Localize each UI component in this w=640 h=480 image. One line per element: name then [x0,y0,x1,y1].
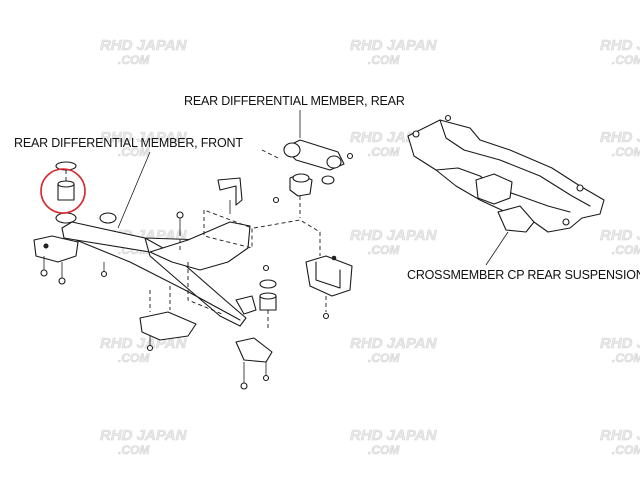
svg-text:RHD JAPAN: RHD JAPAN [600,129,640,146]
rear-member-lower-washer [321,175,335,185]
mid-washer-top [259,279,277,289]
label-rear-differential-member-rear: REAR DIFFERENTIAL MEMBER, REAR [184,94,405,108]
left-bolt-b-head [58,277,66,285]
watermark-bottom-left: RHD JAPAN .COM [100,427,188,458]
left-bolt-a-head [40,269,48,277]
svg-text:RHD JAPAN: RHD JAPAN [100,129,188,146]
watermark-bottom-center: RHD JAPAN .COM [350,427,438,458]
watermark-group: RHD JAPAN .COM RHD JAPAN .COM RHD JAPAN … [100,37,640,458]
svg-text:.COM: .COM [612,53,640,67]
watermark-top-center: RHD JAPAN .COM [350,37,438,68]
rear-differential-member-rear [261,139,354,218]
svg-text:RHD JAPAN: RHD JAPAN [100,37,188,54]
crossmember-center-box [475,173,513,205]
svg-text:RHD JAPAN: RHD JAPAN [600,427,640,444]
lower-washer [55,212,77,224]
left-mount-assembly [33,161,79,285]
crossmember-cp-rear-suspension [407,114,605,233]
label-rear-differential-member-front: REAR DIFFERENTIAL MEMBER, FRONT [14,136,243,150]
crossmember-mount-right [576,184,584,192]
side-bracket-bolt [322,312,330,320]
upper-bracket [217,177,243,206]
side-bracket-hole [331,255,337,261]
lower-center-plate [139,311,197,341]
lower-center-bolt-head [146,344,154,352]
lower-center-bracket [100,262,197,352]
rear-member-lower-bushing-top [292,173,310,183]
watermark-top-right: RHD JAPAN .COM [600,37,640,68]
svg-text:.COM: .COM [368,443,400,457]
front-member-center-plate [149,221,251,271]
watermark-row2-right: RHD JAPAN .COM [600,129,640,160]
svg-text:.COM: .COM [118,351,150,365]
svg-text:RHD JAPAN: RHD JAPAN [600,227,640,244]
lower-right-bolt-head [240,382,248,390]
crossmember-mount-left [412,130,420,138]
svg-text:.COM: .COM [368,53,400,67]
watermark-row4-center: RHD JAPAN .COM [350,335,438,366]
crossmember-lower-bracket [497,205,535,233]
crossmember-mount-lower [562,218,570,226]
rear-member-left-bushing [283,142,301,158]
watermark-row4-left: RHD JAPAN .COM [100,335,188,366]
side-bracket-inner [315,261,341,289]
watermark-row3-right: RHD JAPAN .COM [600,227,640,258]
label-crossmember-cp-rear-suspension: CROSSMEMBER CP REAR SUSPENSION [407,268,640,282]
svg-text:.COM: .COM [118,145,150,159]
crossmember-mount-top [444,114,452,122]
left-bracket-hole [43,243,49,249]
rear-arm-bushing [235,295,257,315]
svg-text:RHD JAPAN: RHD JAPAN [100,427,188,444]
front-bushing-right [99,212,117,224]
guide-line-mid [187,262,223,315]
svg-text:RHD JAPAN: RHD JAPAN [350,227,438,244]
leader-line-front-member [117,151,151,229]
svg-text:RHD JAPAN: RHD JAPAN [350,427,438,444]
rear-member-bolt [346,152,354,160]
guide-box-upper [203,209,253,249]
svg-text:RHD JAPAN: RHD JAPAN [350,335,438,352]
left-lower-bolt-head [100,270,108,278]
svg-text:.COM: .COM [118,53,150,67]
watermark-row2-left: RHD JAPAN .COM [100,129,188,160]
leader-line-crossmember [485,231,509,266]
left-mount-bracket [33,235,79,263]
svg-text:RHD JAPAN: RHD JAPAN [600,37,640,54]
svg-text:RHD JAPAN: RHD JAPAN [600,335,640,352]
svg-text:.COM: .COM [368,351,400,365]
rear-member-guide-left [261,149,279,159]
watermark-row3-center: RHD JAPAN .COM [350,227,438,258]
svg-text:RHD JAPAN: RHD JAPAN [350,37,438,54]
mid-bolt-head [262,264,270,272]
mid-bushing-top-face [259,292,277,300]
right-front-mount-assembly [99,212,277,390]
rear-differential-member-front [61,177,253,327]
svg-text:.COM: .COM [612,145,640,159]
rear-member-right-bushing [326,155,342,169]
lower-center-guides [149,286,171,312]
side-bracket-guide-upper [253,219,321,256]
bushing-top-face [57,180,75,188]
crossmember-top-ridge [439,119,591,207]
watermark-bottom-right: RHD JAPAN .COM [600,427,640,458]
watermark-row4-right: RHD JAPAN .COM [600,335,640,366]
lower-right-bolt-b-head [262,374,270,382]
side-bracket-right [253,219,353,320]
lower-right-bracket [235,337,273,363]
svg-text:.COM: .COM [612,243,640,257]
svg-text:.COM: .COM [368,145,400,159]
svg-text:.COM: .COM [118,443,150,457]
svg-text:.COM: .COM [612,351,640,365]
center-bolt-head [176,211,184,219]
watermark-top-left: RHD JAPAN .COM [100,37,188,68]
crossmember-main-body [407,119,605,233]
highlight-circle-bushing [40,168,86,214]
front-member-lower-rail [75,239,241,321]
svg-text:.COM: .COM [368,243,400,257]
rear-member-lower-bolt [272,196,280,204]
svg-text:.COM: .COM [612,443,640,457]
